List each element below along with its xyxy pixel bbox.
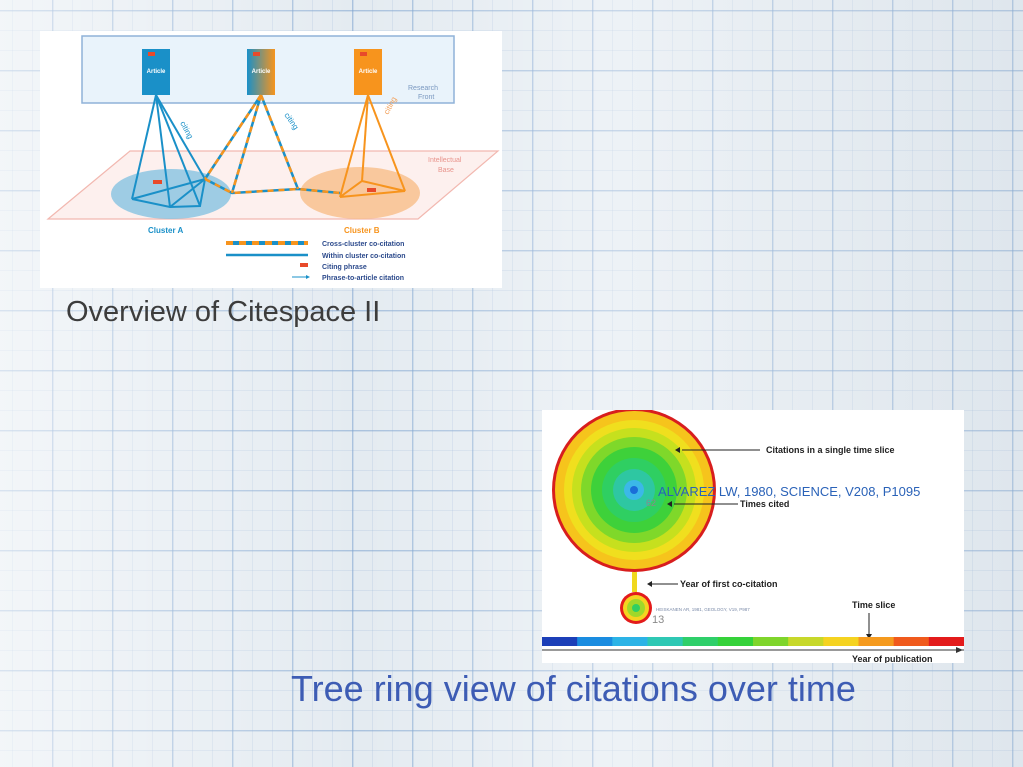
timeline-color-bar — [542, 637, 965, 646]
co-citation-link — [632, 572, 637, 592]
annotation-time-slice: Time slice — [852, 600, 895, 610]
timeline-segment — [788, 637, 824, 646]
intellectual-base-label-2: Base — [438, 167, 454, 174]
legend-cross-cluster: Cross-cluster co-citation — [322, 241, 404, 248]
annotation-first-cocitation: Year of first co-citation — [680, 579, 778, 589]
cluster-b-citation-lines — [339, 94, 406, 198]
times-cited-count-large: 62 — [646, 498, 656, 508]
timeline-segment — [717, 637, 754, 646]
research-front-label-1: Research — [408, 85, 438, 92]
cluster-b-ellipse — [300, 167, 420, 219]
intellectual-base-label-1: Intellectual — [428, 157, 462, 164]
citing-phrase-marker — [360, 52, 367, 56]
citing-label-2: citing — [282, 111, 300, 131]
legend-citing-phrase: Citing phrase — [322, 264, 367, 271]
timeline-segment — [647, 637, 684, 646]
tree-ring-diagram: ALVAREZ LW, 1980, SCIENCE, V208, P1095 6… — [542, 408, 965, 664]
article-label-3: Article — [359, 69, 378, 75]
cluster-a-citation-lines — [131, 94, 207, 209]
large-tree-ring-node — [552, 408, 716, 572]
timeline-segment — [577, 637, 613, 646]
node-label-alvarez: ALVAREZ LW, 1980, SCIENCE, V208, P1095 — [658, 484, 920, 499]
research-front-label-2: Front — [418, 94, 434, 101]
citing-phrase-marker — [153, 180, 162, 184]
article-box-blue — [142, 49, 170, 95]
citing-phrase-marker — [253, 52, 260, 56]
legend-within-cluster: Within cluster co-citation — [322, 253, 406, 260]
small-tree-ring-node — [620, 592, 652, 624]
citespace-overview-diagram: Intellectual Base Research Front Article… — [40, 31, 502, 288]
cross-cluster-citation-lines — [203, 94, 341, 195]
article-label-2: Article — [252, 69, 271, 75]
citespace-overview-svg: Intellectual Base Research Front Article… — [46, 35, 500, 282]
annotation-times-cited: Times cited — [740, 499, 789, 509]
annotation-year-of-publication: Year of publication — [852, 654, 933, 663]
citing-phrase-marker — [367, 188, 376, 192]
timeline-segment — [928, 637, 965, 646]
timeline-segment — [612, 637, 648, 646]
cluster-a-label: Cluster A — [148, 226, 183, 235]
timeline-segment — [542, 637, 578, 646]
citing-phrase-marker — [148, 52, 155, 56]
annotation-arrows — [652, 449, 870, 636]
timeline-segment — [823, 637, 859, 646]
overview-caption: Overview of Citespace II — [66, 296, 381, 328]
times-cited-count-small: 13 — [652, 614, 664, 626]
tree-ring-caption: Tree ring view of citations over time — [291, 668, 856, 709]
cluster-b-label: Cluster B — [344, 226, 380, 235]
legend-phrase-to-article: Phrase-to-article citation — [322, 275, 404, 282]
timeline-segment — [753, 637, 789, 646]
annotation-single-slice: Citations in a single time slice — [766, 445, 895, 455]
cluster-a-ellipse — [111, 169, 231, 219]
timeline-segment — [682, 637, 719, 646]
timeline-segment — [858, 637, 895, 646]
tree-ring-svg: ALVAREZ LW, 1980, SCIENCE, V208, P1095 6… — [542, 408, 965, 664]
article-box-mixed — [247, 49, 275, 95]
article-box-orange — [354, 49, 382, 95]
article-label-1: Article — [147, 69, 166, 75]
node-label-small: HEISKANEN AR, 1981, GEOLOGY, V19, P987 — [656, 607, 750, 612]
timeline-segment — [893, 637, 930, 646]
legend: Cross-cluster co-citation Within cluster… — [226, 241, 406, 282]
